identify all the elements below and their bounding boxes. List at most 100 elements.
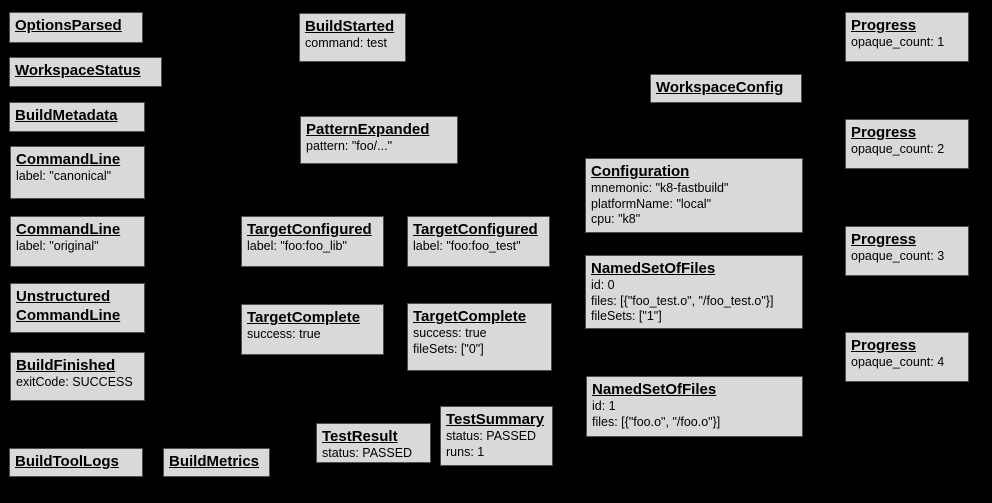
node-title: Configuration bbox=[591, 162, 797, 181]
node-title-line: CommandLine bbox=[16, 221, 121, 238]
node-title-line: WorkspaceStatus bbox=[15, 62, 141, 79]
node-title: BuildToolLogs bbox=[15, 452, 137, 471]
node-options-parsed: OptionsParsed bbox=[9, 12, 143, 43]
node-title: TestResult bbox=[322, 427, 425, 446]
node-title: Progress bbox=[851, 230, 963, 249]
node-title: CommandLine bbox=[16, 150, 139, 169]
node-title-line: Progress bbox=[851, 17, 917, 34]
node-attribute: opaque_count: 1 bbox=[851, 35, 945, 49]
node-title: BuildFinished bbox=[16, 356, 139, 375]
node-title-line: TestSummary bbox=[446, 411, 545, 428]
node-attribute: runs: 1 bbox=[446, 444, 485, 459]
node-title: BuildMetadata bbox=[15, 106, 139, 125]
node-attribute: command: test bbox=[305, 36, 387, 50]
node-workspace-config: WorkspaceConfig bbox=[650, 74, 802, 103]
node-attribute: label: "foo:foo_test" bbox=[413, 239, 521, 253]
node-title: TargetComplete bbox=[413, 307, 546, 326]
node-build-metadata: BuildMetadata bbox=[9, 102, 145, 132]
node-attribute: cpu: "k8" bbox=[591, 212, 641, 226]
node-title: WorkspaceConfig bbox=[656, 78, 796, 97]
node-title: Progress bbox=[851, 123, 963, 142]
node-title: Progress bbox=[851, 16, 963, 35]
node-attribute: opaque_count: 3 bbox=[851, 249, 945, 263]
node-title-line: PatternExpanded bbox=[306, 121, 430, 138]
node-title: TestSummary bbox=[446, 410, 547, 429]
node-title-line: NamedSetOfFiles bbox=[592, 381, 717, 398]
node-workspace-status: WorkspaceStatus bbox=[9, 57, 162, 87]
node-attribute: exitCode: SUCCESS bbox=[16, 375, 133, 389]
node-title: OptionsParsed bbox=[15, 16, 137, 35]
node-title-line: TestResult bbox=[322, 428, 398, 445]
node-attribute: mnemonic: "k8-fastbuild" bbox=[591, 181, 729, 195]
node-attribute: status: PASSED bbox=[322, 446, 413, 460]
node-title: CommandLine bbox=[16, 220, 139, 239]
node-build-tool-logs: BuildToolLogs bbox=[9, 448, 143, 477]
node-title-line: Progress bbox=[851, 337, 917, 354]
node-title-line: TargetComplete bbox=[247, 309, 361, 326]
node-title-line: Progress bbox=[851, 124, 917, 141]
node-title: TargetConfigured bbox=[413, 220, 544, 239]
node-title-line: BuildToolLogs bbox=[15, 453, 119, 470]
node-title: WorkspaceStatus bbox=[15, 61, 156, 80]
node-attribute: files: [{"foo.o", "/foo.o"}] bbox=[592, 414, 721, 429]
node-title-line: Configuration bbox=[591, 163, 690, 180]
node-title-line: WorkspaceConfig bbox=[656, 79, 784, 96]
node-attribute: fileSets: ["0"] bbox=[413, 341, 484, 356]
node-title: BuildStarted bbox=[305, 17, 400, 36]
node-title: Progress bbox=[851, 336, 963, 355]
node-attribute: opaque_count: 4 bbox=[851, 355, 945, 369]
node-title-line: TargetConfigured bbox=[247, 221, 372, 238]
node-title: TargetComplete bbox=[247, 308, 378, 327]
node-attribute: id: 0 bbox=[591, 278, 615, 292]
node-attribute: label: "canonical" bbox=[16, 169, 112, 183]
node-attribute: success: true bbox=[413, 326, 487, 340]
node-title-line: Progress bbox=[851, 231, 917, 248]
node-attribute: label: "original" bbox=[16, 239, 99, 253]
node-title: BuildMetrics bbox=[169, 452, 264, 471]
node-title-line: BuildStarted bbox=[305, 18, 395, 35]
node-title: TargetConfigured bbox=[247, 220, 378, 239]
node-attribute: id: 1 bbox=[592, 399, 616, 413]
node-attribute: fileSets: ["1"] bbox=[591, 309, 662, 323]
node-title-line: BuildMetrics bbox=[169, 453, 260, 470]
node-title-line: BuildMetadata bbox=[15, 107, 118, 124]
node-title-line: BuildFinished bbox=[16, 357, 116, 374]
node-title: NamedSetOfFiles bbox=[592, 380, 797, 399]
node-attribute: opaque_count: 2 bbox=[851, 142, 945, 156]
node-title-line: TargetComplete bbox=[413, 308, 527, 325]
node-attribute: status: PASSED bbox=[446, 429, 537, 443]
node-title-line: NamedSetOfFiles bbox=[591, 260, 716, 277]
node-attribute: files: [{"foo_test.o", "/foo_test.o"}] bbox=[591, 293, 774, 308]
node-title-line: Unstructured bbox=[16, 288, 111, 305]
node-attribute: pattern: "foo/..." bbox=[306, 139, 393, 153]
node-title-line: CommandLine bbox=[16, 151, 121, 168]
node-title-line: CommandLine bbox=[16, 307, 121, 324]
node-attribute: platformName: "local" bbox=[591, 196, 712, 211]
node-title-line: TargetConfigured bbox=[413, 221, 538, 238]
node-build-metrics: BuildMetrics bbox=[163, 448, 270, 477]
node-title: NamedSetOfFiles bbox=[591, 259, 797, 278]
node-attribute: success: true bbox=[247, 327, 321, 341]
node-attribute: label: "foo:foo_lib" bbox=[247, 239, 347, 253]
node-title: PatternExpanded bbox=[306, 120, 452, 139]
